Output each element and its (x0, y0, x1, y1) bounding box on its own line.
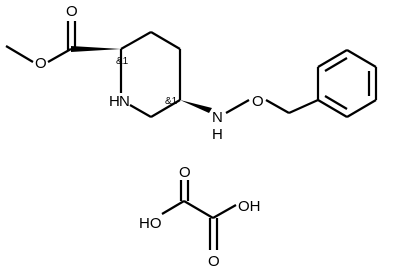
bond-ph-5 (346, 99, 377, 118)
atom-benzyloxy-o: O (252, 93, 264, 110)
piperidine-ring-bonds (119, 31, 182, 118)
benzyloxy-amine-bonds (225, 98, 319, 115)
atom-ester-o-single: O (35, 55, 47, 72)
atom-oxalic-oh-right: OH (238, 198, 261, 215)
atom-ring-nh-n: N (119, 93, 130, 110)
atom-labels: O O H N N H O O O HO OH (35, 3, 264, 270)
bond-ph-2 (317, 49, 348, 68)
atom-amine-n: N (212, 109, 223, 126)
phenyl-ring-bonds (316, 49, 378, 118)
bond-o-ch2 (265, 99, 290, 114)
methyl-ester-bonds (5, 21, 77, 63)
bond-ph-inner-c (324, 95, 348, 110)
wedge-c5-amine (180, 100, 212, 113)
atom-oxalic-ho-left: HO (139, 215, 162, 232)
bond-ox-right-oh (212, 204, 237, 219)
stereo-labels: &1 &1 (116, 56, 178, 107)
bond-c1-n (129, 104, 152, 118)
atom-ester-o-double: O (66, 3, 78, 20)
atom-amine-h: H (212, 126, 223, 143)
bond-ch2-phenyl (288, 98, 319, 115)
bond-c6-c1 (150, 99, 181, 118)
bond-ph-3 (346, 49, 377, 68)
bond-ox-cc (183, 200, 214, 219)
bond-methyl-o (5, 45, 34, 63)
atom-oxalic-o-bottom: O (208, 253, 220, 270)
wedge-c2-carbonyl (71, 46, 121, 52)
stereo-label-c5: &1 (165, 96, 178, 107)
bond-ph-inner-a (324, 57, 348, 72)
stereo-wedges (71, 46, 212, 113)
bond-c3-c4 (120, 31, 152, 50)
atom-ring-nh-h: H (109, 93, 120, 110)
atom-oxalic-o-top: O (179, 164, 191, 181)
bond-o-carbonyl (47, 48, 72, 63)
oxalic-acid-bonds (161, 180, 237, 250)
bond-n-o (225, 99, 250, 114)
bond-ox-left-oh (161, 200, 185, 215)
bond-ph-6 (317, 99, 348, 118)
bond-c4-c5 (150, 31, 181, 50)
stereo-label-c2: &1 (116, 56, 129, 67)
